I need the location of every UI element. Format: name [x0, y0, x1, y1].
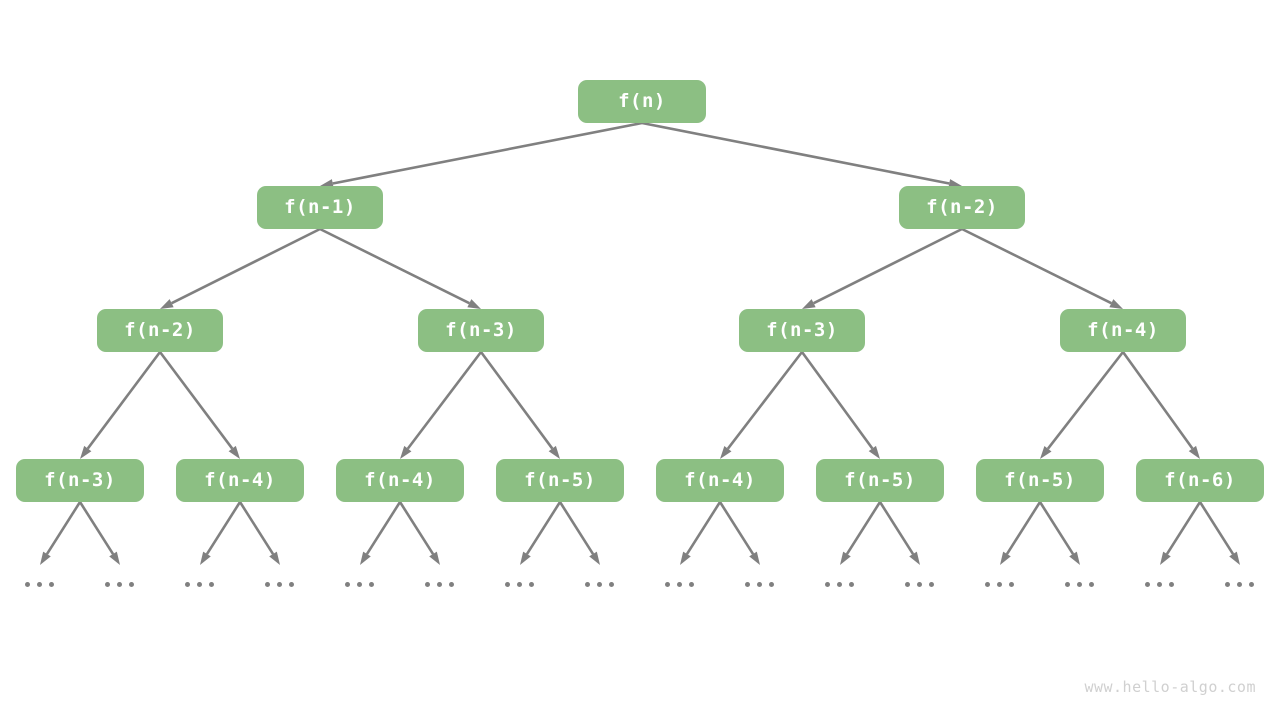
- edge-line: [1165, 501, 1202, 555]
- edge-arrowhead: [228, 445, 240, 459]
- edge-line: [558, 501, 595, 555]
- tree-node: f(n-3): [739, 308, 865, 352]
- edge-line: [1046, 351, 1125, 450]
- ellipsis-marker: [505, 582, 534, 587]
- edge-arrowhead: [749, 551, 760, 565]
- edge-line: [1198, 501, 1235, 555]
- ellipsis-marker: [825, 582, 854, 587]
- edge-arrowhead: [1160, 551, 1171, 565]
- edge-arrowhead: [109, 551, 120, 565]
- edge-line: [1005, 501, 1042, 555]
- ellipsis-marker: [1065, 582, 1094, 587]
- edge-line: [86, 351, 162, 450]
- edge-line: [365, 501, 402, 555]
- edge-line: [525, 501, 562, 555]
- edge-line: [45, 501, 82, 555]
- edge-arrowhead: [429, 551, 440, 565]
- tree-node: f(n-2): [97, 308, 223, 352]
- edge-line: [813, 227, 963, 305]
- tree-node: f(n-5): [816, 458, 944, 502]
- ellipsis-marker: [985, 582, 1014, 587]
- edge-line: [685, 501, 722, 555]
- edge-arrowhead: [400, 445, 412, 459]
- ellipsis-marker: [425, 582, 454, 587]
- watermark: www.hello-algo.com: [1084, 678, 1256, 696]
- edge-line: [845, 501, 882, 555]
- ellipsis-marker: [25, 582, 54, 587]
- edge-arrowhead: [1109, 299, 1123, 309]
- edge-line: [398, 501, 435, 555]
- edge-line: [1038, 501, 1075, 555]
- tree-node: f(n): [578, 79, 706, 123]
- edge-arrowhead: [269, 551, 280, 565]
- edge-line: [158, 351, 234, 450]
- tree-node: f(n-4): [1060, 308, 1186, 352]
- tree-node: f(n-3): [16, 458, 144, 502]
- edge-arrowhead: [360, 551, 371, 565]
- ellipsis-marker: [265, 582, 294, 587]
- edge-arrowhead: [1229, 551, 1240, 565]
- edge-arrowhead: [589, 551, 600, 565]
- edge-line: [1121, 351, 1194, 450]
- tree-node: f(n-3): [418, 308, 544, 352]
- edge-line: [878, 501, 915, 555]
- ellipsis-marker: [185, 582, 214, 587]
- edge-line: [718, 501, 755, 555]
- edge-line: [479, 351, 554, 450]
- edge-line: [332, 121, 643, 185]
- edge-line: [238, 501, 275, 555]
- ellipsis-marker: [1145, 582, 1174, 587]
- edge-arrowhead: [467, 299, 481, 309]
- edge-arrowhead: [720, 445, 732, 459]
- edge-arrowhead: [80, 445, 92, 459]
- edge-line: [319, 227, 470, 305]
- edge-line: [961, 227, 1112, 305]
- ellipsis-marker: [905, 582, 934, 587]
- edge-arrowhead: [1040, 445, 1052, 459]
- tree-node: f(n-6): [1136, 458, 1264, 502]
- edge-line: [406, 351, 483, 450]
- edge-arrowhead: [1000, 551, 1011, 565]
- ellipsis-marker: [745, 582, 774, 587]
- tree-node: f(n-4): [176, 458, 304, 502]
- edge-arrowhead: [1069, 551, 1080, 565]
- ellipsis-marker: [665, 582, 694, 587]
- edge-arrowhead: [520, 551, 531, 565]
- edge-arrowhead: [160, 299, 174, 309]
- tree-node: f(n-4): [656, 458, 784, 502]
- edge-arrowhead: [909, 551, 920, 565]
- edge-arrowhead: [1188, 445, 1200, 459]
- tree-node: f(n-4): [336, 458, 464, 502]
- edge-arrowhead: [802, 299, 816, 309]
- tree-node: f(n-5): [976, 458, 1104, 502]
- edge-line: [726, 351, 804, 450]
- edge-arrowhead: [548, 445, 560, 459]
- tree-node: f(n-1): [257, 185, 383, 229]
- edge-arrowhead: [200, 551, 211, 565]
- ellipsis-marker: [105, 582, 134, 587]
- edge-arrowhead: [840, 551, 851, 565]
- edge-arrowhead: [40, 551, 51, 565]
- edge-line: [78, 501, 115, 555]
- tree-node: f(n-2): [899, 185, 1025, 229]
- ellipsis-marker: [345, 582, 374, 587]
- edge-line: [800, 351, 874, 450]
- edge-arrowhead: [680, 551, 691, 565]
- edge-arrowhead: [868, 445, 880, 459]
- edge-line: [205, 501, 242, 555]
- ellipsis-marker: [1225, 582, 1254, 587]
- ellipsis-marker: [585, 582, 614, 587]
- edge-line: [171, 227, 321, 305]
- tree-node: f(n-5): [496, 458, 624, 502]
- edge-line: [641, 121, 950, 185]
